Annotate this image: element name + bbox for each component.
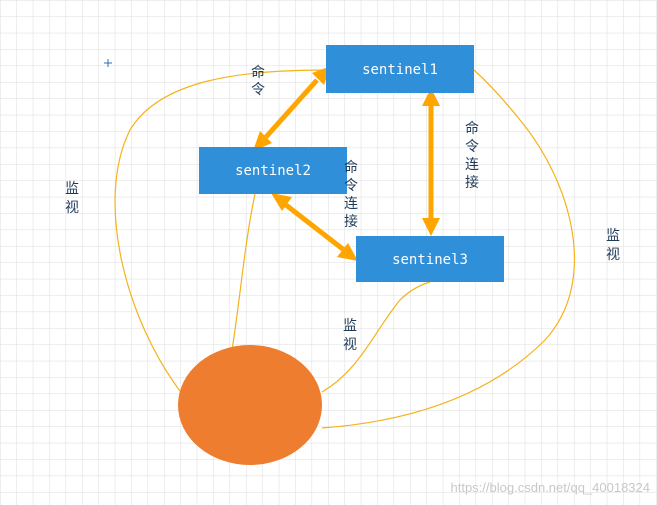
label-cmd-conn-mid-char4: 接 — [344, 213, 358, 230]
master-node-ellipse — [178, 345, 322, 465]
label-cmd-top-char2: 令 — [251, 82, 265, 98]
monitor-line-sentinel2 — [231, 193, 256, 351]
node-sentinel2: sentinel2 — [199, 147, 347, 194]
node-sentinel1-label: sentinel1 — [362, 62, 438, 78]
label-monitor-right-char1: 监 — [606, 228, 620, 244]
monitor-line-sentinel3 — [321, 281, 431, 393]
node-sentinel3: sentinel3 — [356, 236, 504, 282]
label-cmd-top-char1: 命 — [251, 64, 265, 81]
monitor-line-right — [321, 69, 575, 429]
plus-marker-icon — [104, 59, 112, 67]
label-cmd-conn-right-char2: 令 — [465, 139, 479, 155]
node-sentinel2-label: sentinel2 — [235, 163, 311, 179]
label-monitor-right-char2: 视 — [606, 247, 620, 263]
arrow-sentinel1-sentinel3 — [422, 88, 440, 236]
watermark-text: https://blog.csdn.net/qq_40018324 — [451, 480, 651, 495]
label-cmd-conn-right-char3: 连 — [465, 157, 479, 173]
label-cmd-conn-mid-char2: 令 — [344, 178, 358, 194]
label-cmd-conn-mid-char1: 命 — [344, 159, 358, 176]
label-monitor-center-char1: 监 — [343, 318, 357, 334]
monitor-line-left — [114, 69, 327, 396]
label-cmd-conn-right-char4: 接 — [465, 174, 479, 191]
node-sentinel3-label: sentinel3 — [392, 252, 468, 268]
arrow-sentinel2-sentinel3 — [271, 193, 358, 261]
label-cmd-conn-right-char1: 命 — [465, 120, 479, 137]
label-monitor-left-char2: 视 — [65, 200, 79, 216]
label-cmd-conn-mid-char3: 连 — [344, 196, 358, 212]
node-sentinel1: sentinel1 — [326, 45, 474, 93]
label-monitor-left-char1: 监 — [65, 181, 79, 197]
label-monitor-center-char2: 视 — [343, 337, 357, 353]
